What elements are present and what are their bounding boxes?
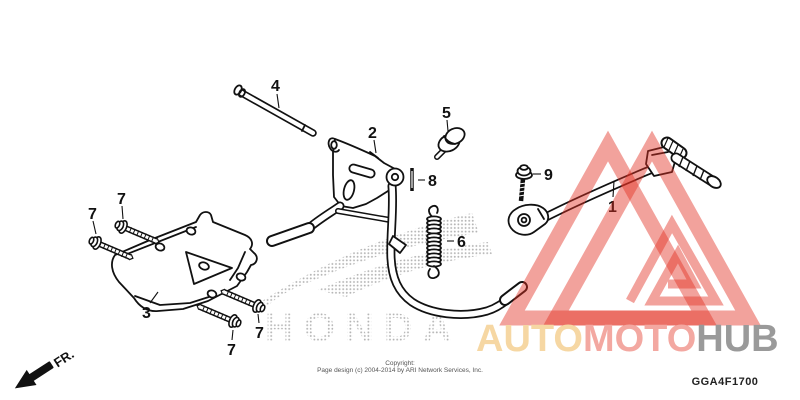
callout-8[interactable]: 8	[428, 173, 437, 190]
fr-arrow-icon	[14, 369, 37, 389]
part-5-stopper-rubber	[434, 127, 466, 160]
logo-triangle-back-icon	[499, 130, 717, 326]
part-7-flange-bolt-bottom-left	[195, 300, 243, 330]
automotohub-logo-mark	[499, 130, 761, 326]
copyright-line1: Copyright:	[385, 360, 415, 367]
copyright-block: Copyright: Page design (c) 2004-2014 by …	[200, 360, 600, 374]
part-2-main-stand	[266, 137, 528, 319]
automotohub-wordmark: AUTOMOTOHUB	[476, 320, 779, 358]
honda-wing-mark	[262, 213, 479, 306]
callouts: 1 2 3 4 5 6 7 7 7 7 8 9	[88, 78, 617, 359]
honda-watermark: HONDA	[262, 213, 492, 350]
part-1-kick-starter-arm	[507, 136, 722, 236]
wordmark-moto: MOTO	[582, 318, 697, 360]
callout-1[interactable]: 1	[608, 199, 617, 216]
callout-6[interactable]: 6	[457, 234, 466, 251]
callout-4[interactable]: 4	[271, 78, 280, 95]
logo-spiral-icon	[626, 214, 724, 306]
part-3-mounting-bracket	[111, 211, 258, 312]
part-9-hex-bolt	[515, 164, 533, 202]
callout-7d[interactable]: 7	[255, 325, 264, 342]
honda-wing-mark-band	[318, 242, 492, 297]
callout-5[interactable]: 5	[442, 105, 451, 122]
callout-7b[interactable]: 7	[88, 206, 97, 223]
honda-watermark-text: HONDA	[265, 306, 462, 350]
callout-7a[interactable]: 7	[117, 191, 126, 208]
fr-direction-arrow: FR.	[14, 346, 77, 389]
part-6-return-spring	[426, 204, 442, 279]
fr-label: FR.	[51, 346, 77, 370]
callout-7c[interactable]: 7	[227, 342, 236, 359]
logo-triangle-front-icon	[543, 130, 761, 326]
copyright-line2: Page design (c) 2004-2014 by ARI Network…	[317, 367, 483, 375]
callout-9[interactable]: 9	[544, 167, 553, 184]
callout-2[interactable]: 2	[368, 125, 377, 142]
callout-3[interactable]: 3	[142, 305, 151, 322]
wordmark-auto: AUTO	[476, 318, 583, 360]
diagram-code: GGA4F1700	[691, 376, 759, 388]
wordmark-hub: HUB	[696, 318, 779, 360]
part-4-pivot-shaft	[233, 84, 317, 137]
